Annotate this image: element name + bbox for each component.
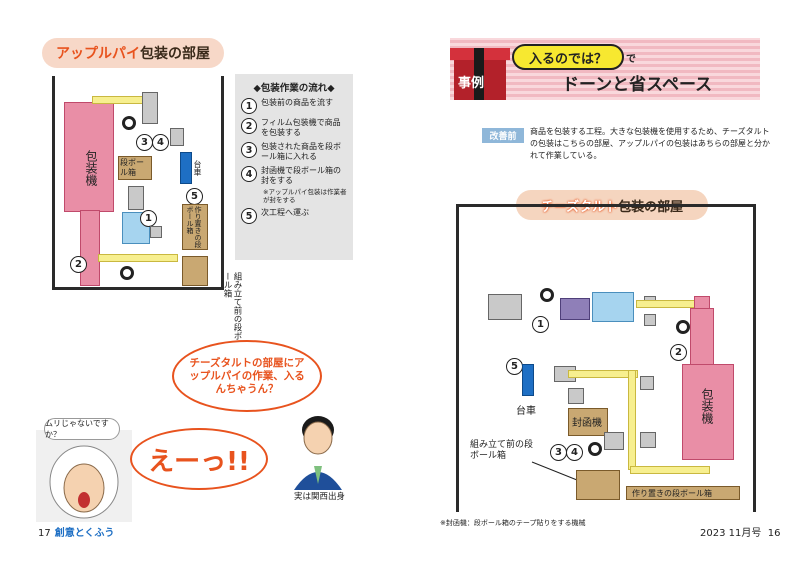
step-2-marker: 2 [70, 256, 87, 273]
premade-boxes [182, 204, 208, 250]
before-improvement-tag: 改善前 [482, 128, 524, 143]
worker-icon [588, 442, 602, 456]
character-right-illustration [294, 416, 342, 490]
apple-pie-room-title: アップルパイ包装の部屋 [42, 38, 224, 68]
step-4-marker: 4 [566, 444, 583, 461]
preassembled-boxes [576, 470, 620, 500]
character-caption: 実は関西出身 [294, 492, 346, 502]
case-sealer [568, 408, 608, 436]
preassembled-boxes [182, 256, 208, 286]
packaging-machine [64, 102, 114, 212]
step-5-marker: 5 [186, 188, 203, 205]
headline: ドーンと省スペース [562, 75, 713, 95]
conveyor-bottom [98, 254, 178, 262]
right-page: 事例 入るのでは？ で ドーンと省スペース 改善前 商品を包装する工程。大きな包… [400, 0, 800, 565]
character-left-illustration [36, 430, 132, 522]
step-2-marker: 2 [670, 344, 687, 361]
worker-icon [540, 288, 554, 302]
worker-icon [122, 116, 136, 130]
gift-box-icon: 事例 [448, 36, 510, 102]
step-1-marker: 1 [532, 316, 549, 333]
conveyor-side [568, 370, 638, 378]
conveyor-bottom [630, 466, 710, 474]
description: 商品を包装する工程。大きな包装機を使用するため、チーズタルトの包装はこちらの部屋… [530, 127, 770, 160]
conveyor-top [92, 96, 144, 104]
cheese-tart-room-diagram [456, 204, 756, 512]
small-speech-bubble: ムリじゃないですか？ [44, 418, 120, 440]
cart [180, 152, 192, 184]
conveyor-top [636, 300, 698, 308]
left-page: アップルパイ包装の部屋 包装機 3 4 段ボール箱 台車 5 1 作り置きの段ボ… [36, 38, 353, 539]
film-feeder [560, 298, 590, 320]
step-4-marker: 4 [152, 134, 169, 151]
exclamation-bubble: えーっ!! [130, 428, 268, 490]
step-3-marker: 3 [136, 134, 153, 151]
apple-pie-room-diagram [52, 76, 224, 290]
right-footer: 2023 11月号 16 [700, 528, 781, 539]
footnote: ※封函機：段ボール箱のテープ貼りをする機械 [440, 519, 586, 527]
worker-icon [676, 320, 690, 334]
premade-boxes [626, 486, 740, 500]
film-wrapper [592, 292, 634, 322]
cart [522, 364, 534, 396]
pointer-line [531, 461, 583, 483]
step-5-marker: 5 [506, 358, 523, 375]
packaging-machine-label: 包装機 [84, 150, 98, 186]
step-1-marker: 1 [140, 210, 157, 227]
cardboard-box [118, 156, 152, 180]
worker-icon [120, 266, 134, 280]
headline-tag: 入るのでは？ [512, 44, 624, 70]
speech-bubble: チーズタルトの部屋にアップルパイの作業、入るんちゃうん？ [172, 340, 322, 412]
